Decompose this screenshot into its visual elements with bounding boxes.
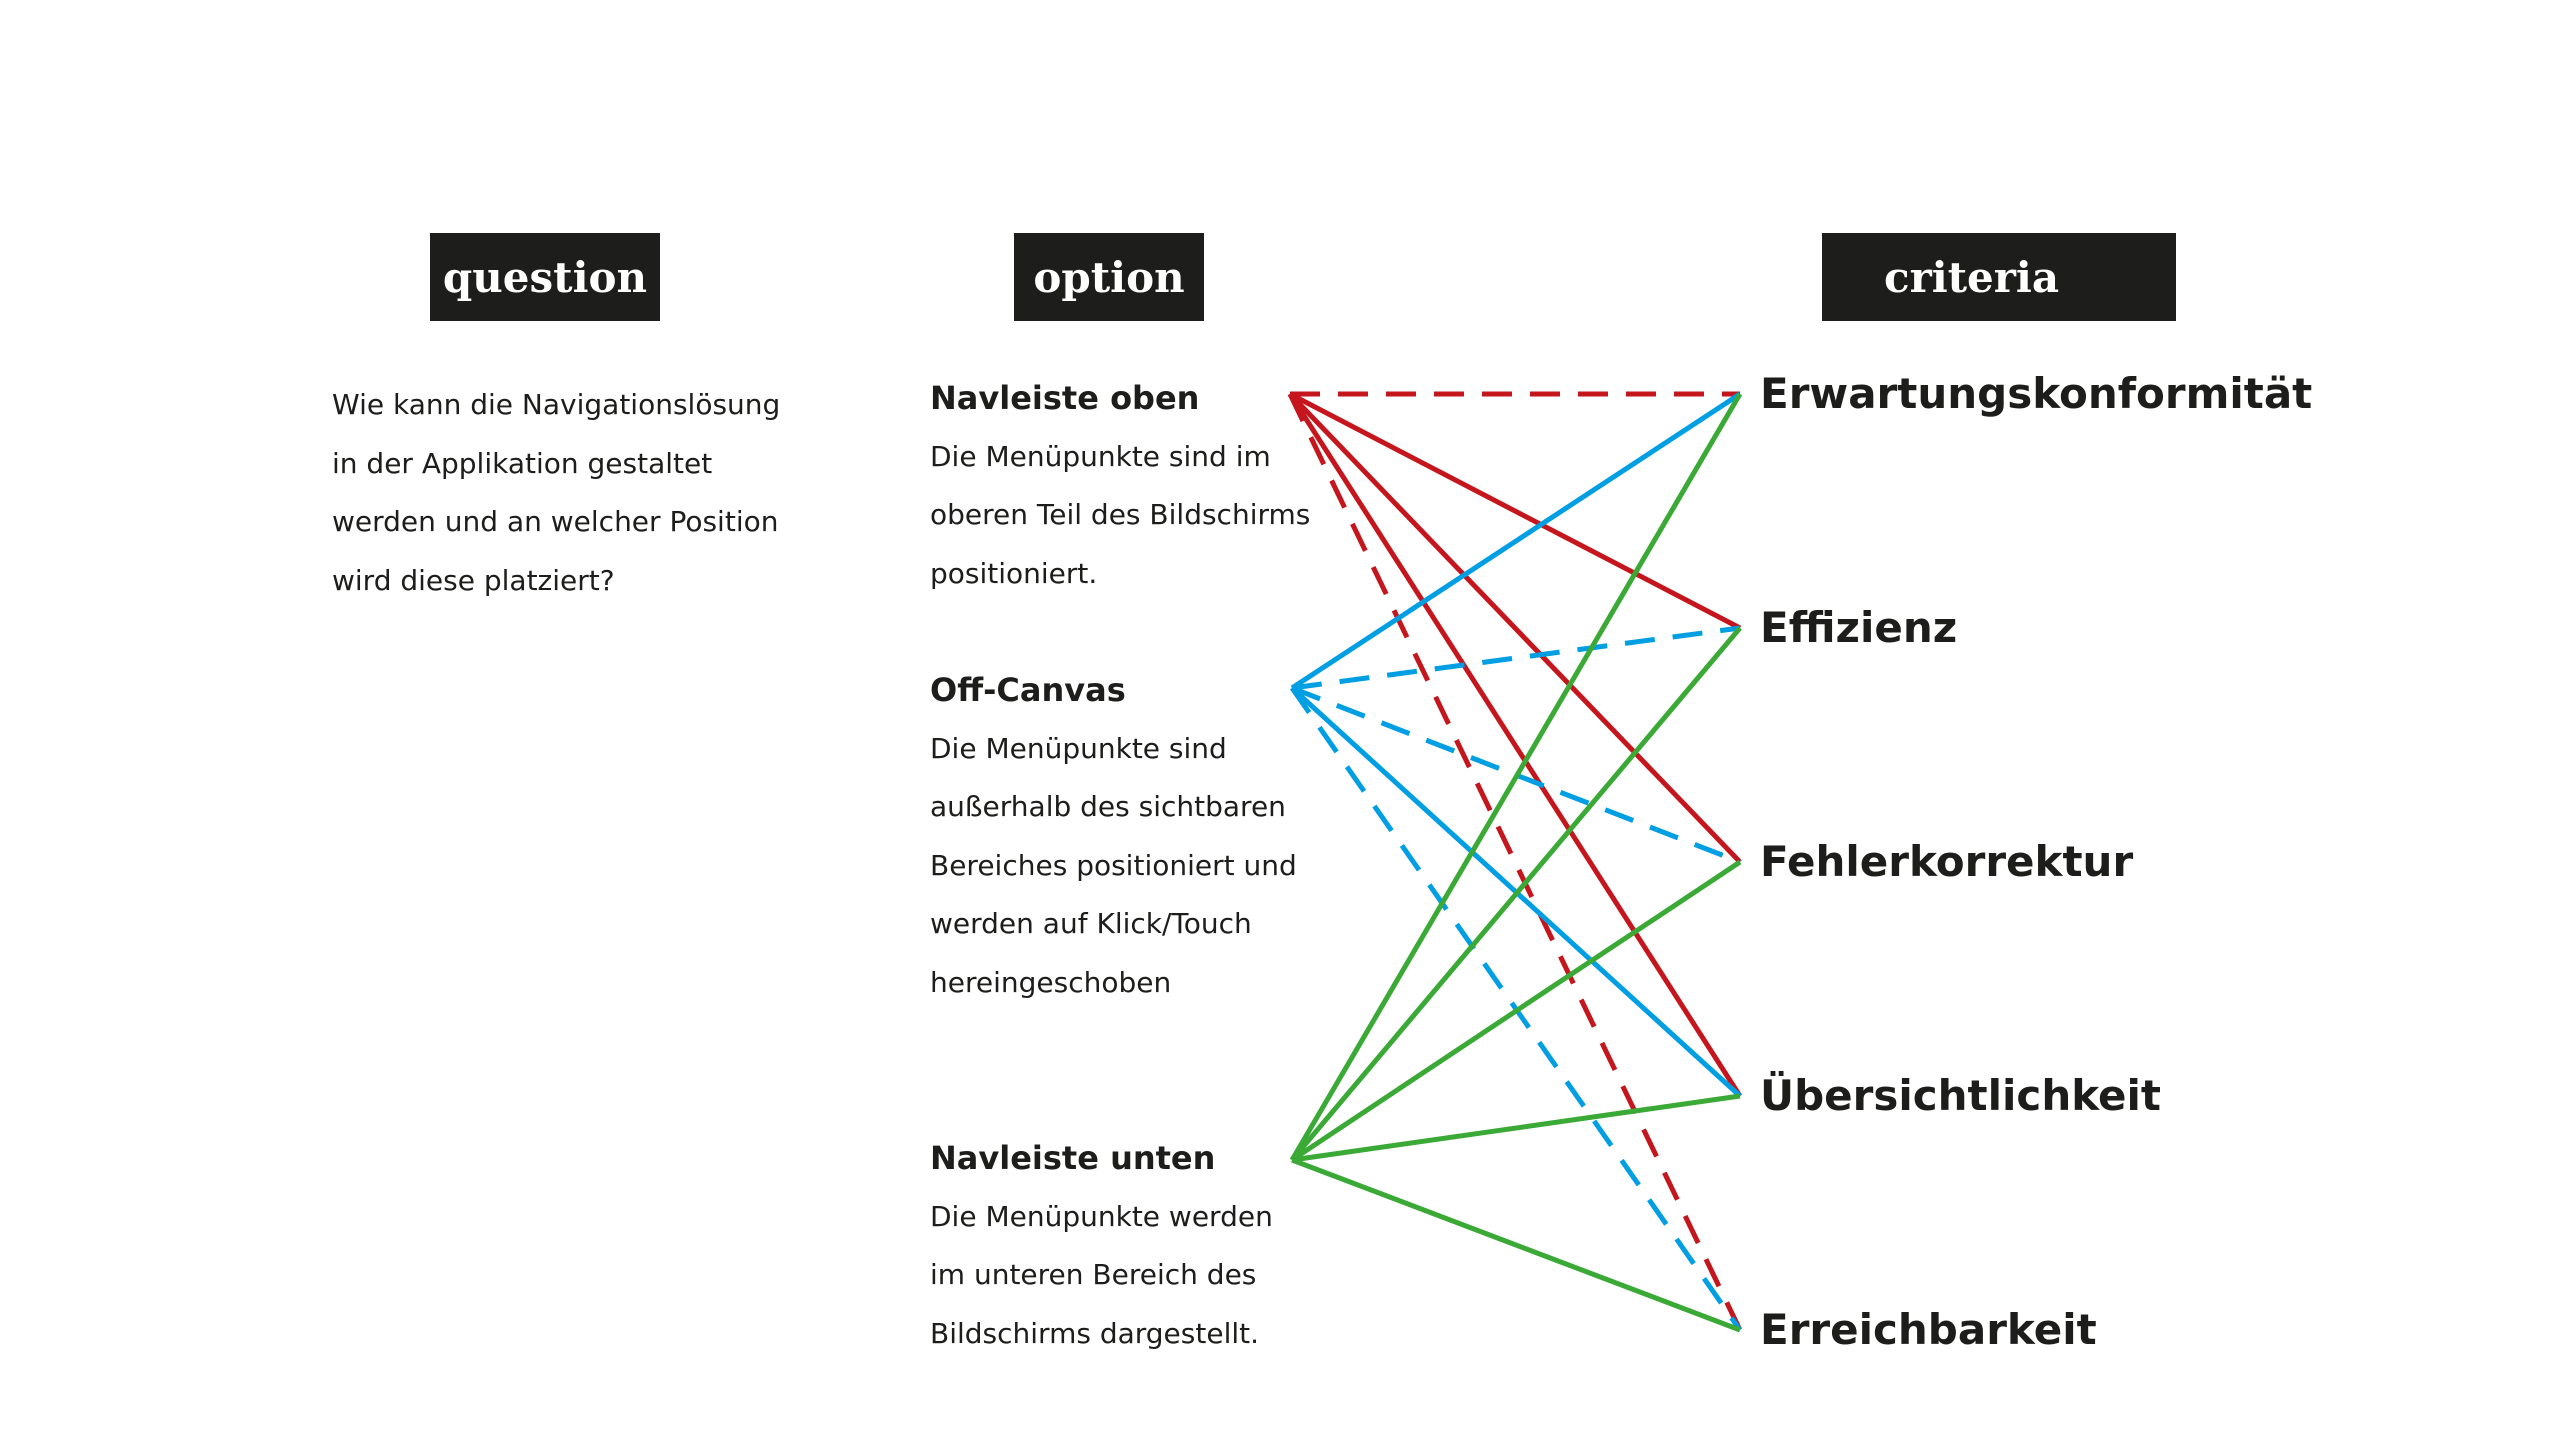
option-description-line: außerhalb des sichtbaren	[930, 790, 1286, 823]
connection-off-canvas-to-erwartungskonformitaet	[1290, 391, 1742, 691]
criterion-uebersichtlichkeit: Übersichtlichkeit	[1760, 1071, 2161, 1120]
option-off-canvas: Off-Canvas Die Menüpunkte sind außerhalb…	[930, 661, 1330, 1012]
option-navleiste-unten: Navleiste unten Die Menüpunkte werden im…	[930, 1129, 1330, 1363]
option-navleiste-oben: Navleiste oben Die Menüpunkte sind im ob…	[930, 369, 1330, 603]
option-description-line: hereingeschoben	[930, 965, 1172, 999]
question-line: werden und an welcher Position	[332, 505, 779, 538]
option-description-line: Die Menüpunkte sind im	[930, 439, 1271, 473]
connection-off-canvas-to-uebersichtlichkeit	[1290, 686, 1742, 1098]
connection-navleiste-unten-to-erreichbarkeit	[1291, 1157, 1741, 1333]
option-description-line: Bildschirms dargestellt.	[930, 1316, 1260, 1350]
header-question: question	[430, 233, 660, 321]
criterion-erreichbarkeit: Erreichbarkeit	[1760, 1305, 2097, 1354]
option-description-line: oberen Teil des Bildschirms	[930, 498, 1311, 531]
criterion-fehlerkorrektur: Fehlerkorrektur	[1760, 837, 2134, 886]
connection-navleiste-oben-to-uebersichtlichkeit	[1287, 392, 1743, 1098]
header-option: option	[1014, 233, 1204, 321]
option-title: Off-Canvas	[930, 671, 1126, 709]
option-description-line: werden auf Klick/Touch	[930, 907, 1252, 940]
question-line: wird diese platziert?	[332, 563, 615, 597]
option-description-line: Die Menüpunkte werden	[930, 1199, 1273, 1233]
connection-navleiste-oben-to-erreichbarkeit	[1287, 392, 1743, 1332]
connection-navleiste-unten-to-fehlerkorrektur	[1290, 859, 1742, 1163]
connection-off-canvas-to-erreichbarkeit	[1289, 686, 1743, 1332]
option-title: Navleiste oben	[930, 379, 1200, 417]
connection-navleiste-oben-to-effizienz	[1288, 391, 1742, 631]
option-title: Navleiste unten	[930, 1139, 1216, 1177]
connection-navleiste-unten-to-uebersichtlichkeit	[1291, 1093, 1741, 1163]
criterion-erwartungskonformitaet: Erwartungskonformität	[1760, 369, 2313, 418]
question-line: Wie kann die Navigationslösung	[332, 388, 781, 421]
option-description-line: Die Menüpunkte sind	[930, 731, 1227, 765]
connection-navleiste-unten-to-effizienz	[1290, 626, 1742, 1162]
question-text: Wie kann die Navigationslösung in der Ap…	[332, 376, 792, 610]
connection-off-canvas-to-effizienz	[1291, 625, 1741, 691]
header-criteria-label: criteria	[1884, 252, 2060, 302]
header-option-label: option	[1033, 252, 1185, 302]
option-description-line: Bereiches positioniert und	[930, 848, 1297, 882]
connection-off-canvas-to-fehlerkorrektur	[1291, 685, 1741, 865]
option-description-line: positioniert.	[930, 556, 1098, 590]
option-description-line: im unteren Bereich des	[930, 1258, 1257, 1291]
question-line: in der Applikation gestaltet	[332, 446, 713, 480]
criterion-effizienz: Effizienz	[1760, 603, 1958, 652]
connection-navleiste-unten-to-erwartungskonformitaet	[1289, 392, 1743, 1162]
header-criteria: criteria	[1822, 233, 2176, 321]
header-question-label: question	[442, 252, 648, 302]
connection-navleiste-oben-to-fehlerkorrektur	[1288, 392, 1742, 864]
